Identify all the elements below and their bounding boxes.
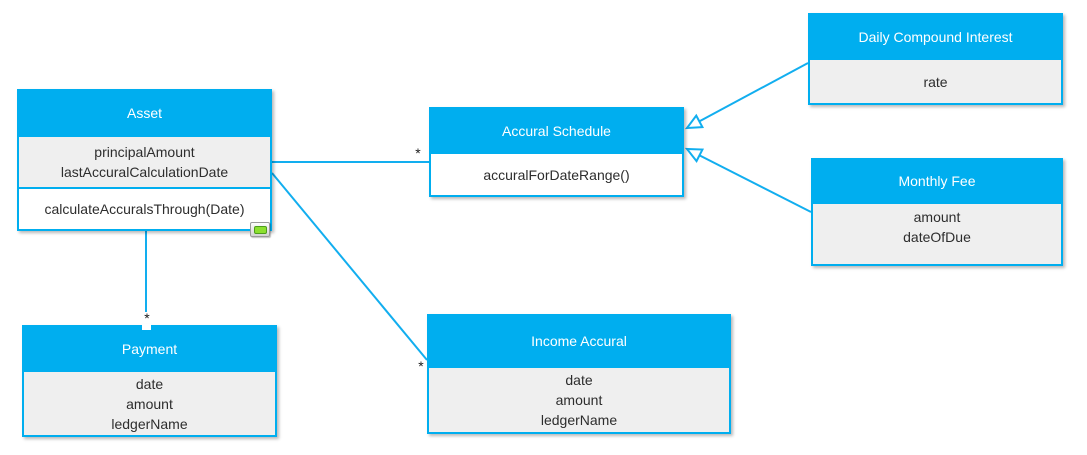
multiplicity-label: * xyxy=(418,358,424,374)
edge-monthly-fee-to-accural-schedule[interactable] xyxy=(687,149,812,213)
attribute: ledgerName xyxy=(540,412,618,428)
method: accuralForDateRange() xyxy=(483,166,630,183)
green-detail-badge-icon[interactable] xyxy=(250,222,270,237)
attributes-section: date amount ledgerName xyxy=(429,366,729,432)
attribute: rate xyxy=(923,73,948,90)
class-box-income-accural[interactable]: Income Accural date amount ledgerName xyxy=(427,314,731,434)
attributes-section: amount dateOfDue xyxy=(813,202,1061,264)
multiplicity-label: * xyxy=(415,145,421,161)
attribute: date xyxy=(565,372,593,388)
attribute: principalAmount xyxy=(94,144,195,160)
methods-section: calculateAccuralsThrough(Date) xyxy=(19,187,270,229)
class-title: Daily Compound Interest xyxy=(810,15,1061,58)
method: calculateAccuralsThrough(Date) xyxy=(44,201,245,217)
class-box-daily-compound-interest[interactable]: Daily Compound Interest rate xyxy=(808,13,1063,105)
class-box-payment[interactable]: Payment date amount ledgerName xyxy=(22,325,277,437)
class-title: Payment xyxy=(24,327,275,370)
attribute: amount xyxy=(913,209,961,225)
attribute: lastAccuralCalculationDate xyxy=(60,164,229,180)
attributes-section: principalAmount lastAccuralCalculationDa… xyxy=(19,135,270,187)
class-box-accural-schedule[interactable]: Accural Schedule accuralForDateRange() xyxy=(429,107,684,197)
attribute: dateOfDue xyxy=(903,229,971,245)
attributes-section: rate xyxy=(810,58,1061,103)
class-title: Accural Schedule xyxy=(431,109,682,152)
class-box-monthly-fee[interactable]: Monthly Fee amount dateOfDue xyxy=(811,158,1063,266)
class-box-asset[interactable]: Asset principalAmount lastAccuralCalcula… xyxy=(17,89,272,231)
multiplicity-label: * xyxy=(144,310,150,326)
green-detail-badge-bar xyxy=(253,225,267,234)
edge-daily-compound-interest-to-accural-schedule[interactable] xyxy=(687,62,809,128)
methods-section: accuralForDateRange() xyxy=(431,152,682,195)
class-title: Monthly Fee xyxy=(813,160,1061,202)
attribute: amount xyxy=(555,392,603,408)
attributes-section: date amount ledgerName xyxy=(24,370,275,435)
edge-asset-to-income-accural[interactable] xyxy=(271,172,428,361)
class-title: Asset xyxy=(19,91,270,135)
attribute: ledgerName xyxy=(111,415,188,432)
edge-anchor-notch xyxy=(142,324,151,330)
attribute: amount xyxy=(126,395,173,412)
attribute: date xyxy=(135,375,164,392)
class-title: Income Accural xyxy=(429,316,729,366)
